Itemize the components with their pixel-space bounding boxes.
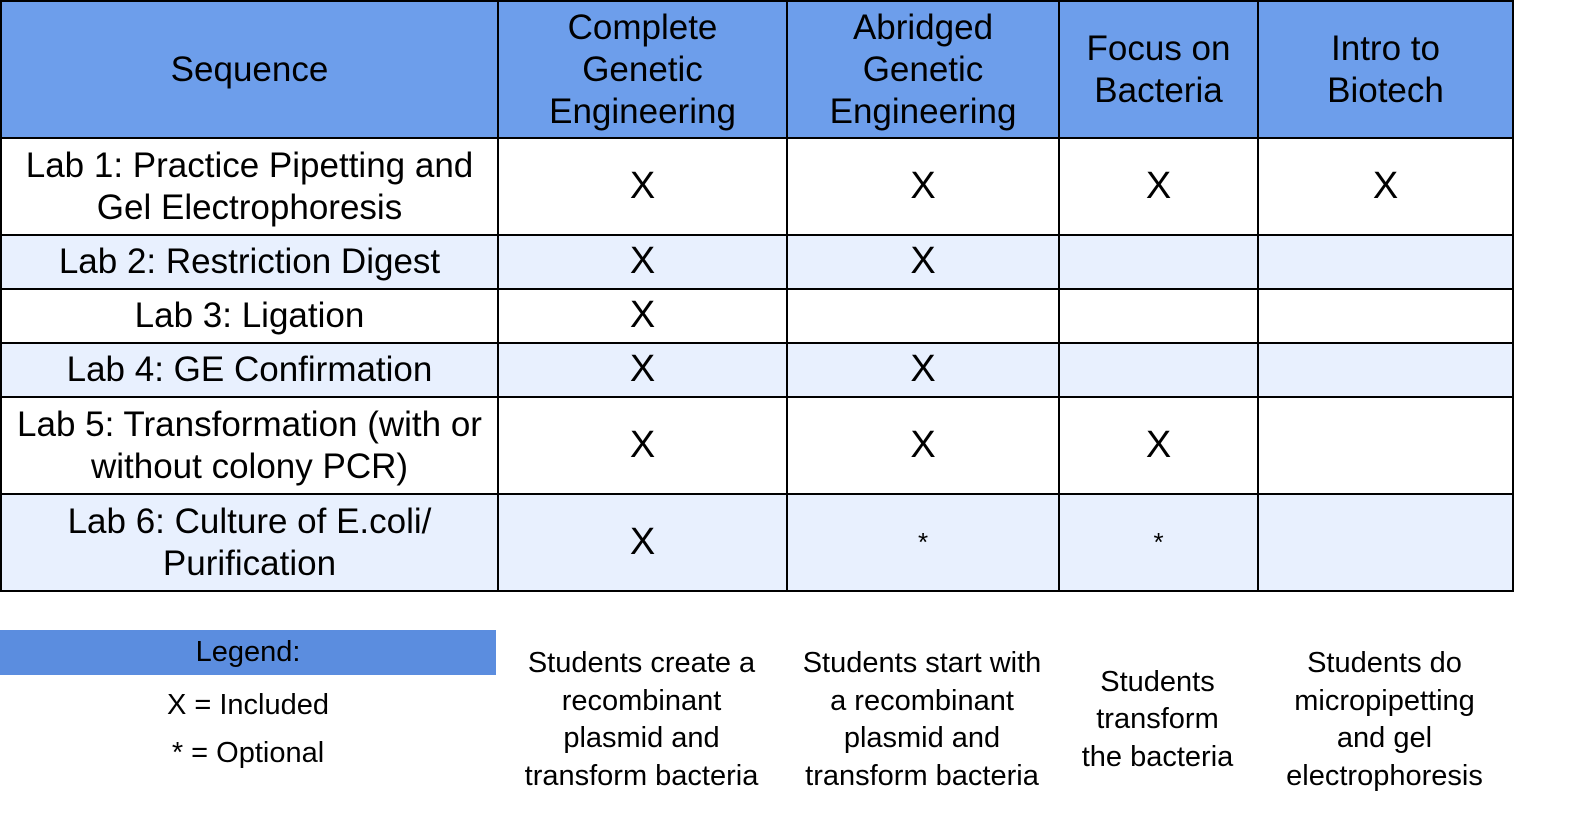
- description-abridged-ge: Students start with a recombinant plasmi…: [786, 620, 1058, 820]
- header-abridged-ge: Abridged Genetic Engineering: [786, 0, 1060, 139]
- cell-mark: [1058, 342, 1259, 398]
- cell-mark: [1257, 396, 1514, 495]
- table-row: Lab 4: GE Confirmation X X: [0, 342, 1514, 398]
- description-text: Students create a recombinant plasmid an…: [524, 647, 759, 792]
- cell-mark: X: [786, 396, 1060, 495]
- description-text: Students transform the bacteria: [1081, 665, 1234, 773]
- description-focus-bacteria: Students transform the bacteria: [1058, 620, 1257, 820]
- header-focus-bacteria: Focus on Bacteria: [1058, 0, 1259, 139]
- legend-included: X = Included: [166, 689, 330, 721]
- cell-mark: X: [497, 137, 788, 236]
- header-row: Sequence Complete Genetic Engineering Ab…: [0, 0, 1514, 139]
- cell-mark: [1058, 288, 1259, 344]
- cell-mark: X: [497, 342, 788, 398]
- table-row: Lab 3: Ligation X: [0, 288, 1514, 344]
- cell-mark: [1257, 288, 1514, 344]
- table-row: Lab 6: Culture of E.coli/ Purification X…: [0, 493, 1514, 592]
- cell-mark: *: [786, 493, 1060, 592]
- row-label: Lab 5: Transformation (with or without c…: [0, 396, 499, 495]
- row-label: Lab 3: Ligation: [0, 288, 499, 344]
- cell-mark: X: [497, 288, 788, 344]
- header-focus-bacteria-text: Focus on Bacteria: [1086, 28, 1231, 110]
- cell-mark: *: [1058, 493, 1259, 592]
- cell-mark: [786, 288, 1060, 344]
- description-intro-biotech: Students do micropipetting and gel elect…: [1257, 620, 1512, 820]
- cell-mark: X: [1257, 137, 1514, 236]
- cell-mark: [1257, 493, 1514, 592]
- cell-mark: [1257, 342, 1514, 398]
- cell-mark: X: [1058, 137, 1259, 236]
- table-row: Lab 5: Transformation (with or without c…: [0, 396, 1514, 495]
- header-intro-biotech: Intro to Biotech: [1257, 0, 1514, 139]
- row-label: Lab 2: Restriction Digest: [0, 234, 499, 290]
- row-label: Lab 6: Culture of E.coli/ Purification: [0, 493, 499, 592]
- table-row: Lab 2: Restriction Digest X X: [0, 234, 1514, 290]
- table-row: Lab 1: Practice Pipetting and Gel Electr…: [0, 137, 1514, 236]
- header-complete-ge-text: Complete Genetic Engineering: [549, 7, 736, 131]
- cell-mark: X: [497, 234, 788, 290]
- legend-optional: * = Optional: [171, 737, 325, 769]
- cell-mark: [1058, 234, 1259, 290]
- cell-mark: X: [786, 137, 1060, 236]
- legend-title: Legend:: [0, 630, 496, 675]
- cell-mark: X: [497, 493, 788, 592]
- header-sequence: Sequence: [0, 0, 499, 139]
- cell-mark: X: [786, 342, 1060, 398]
- lab-sequence-table: Sequence Complete Genetic Engineering Ab…: [0, 0, 1514, 592]
- row-label: Lab 4: GE Confirmation: [0, 342, 499, 398]
- cell-mark: X: [497, 396, 788, 495]
- cell-mark: X: [1058, 396, 1259, 495]
- row-label: Lab 1: Practice Pipetting and Gel Electr…: [0, 137, 499, 236]
- description-complete-ge: Students create a recombinant plasmid an…: [497, 620, 786, 820]
- cell-mark: [1257, 234, 1514, 290]
- cell-mark: X: [786, 234, 1060, 290]
- header-complete-ge: Complete Genetic Engineering: [497, 0, 788, 139]
- description-text: Students start with a recombinant plasmi…: [802, 647, 1042, 792]
- description-text: Students do micropipetting and gel elect…: [1286, 647, 1483, 792]
- header-intro-biotech-text: Intro to Biotech: [1327, 28, 1444, 110]
- legend: Legend: X = Included * = Optional: [0, 630, 496, 771]
- header-abridged-ge-text: Abridged Genetic Engineering: [829, 7, 1017, 131]
